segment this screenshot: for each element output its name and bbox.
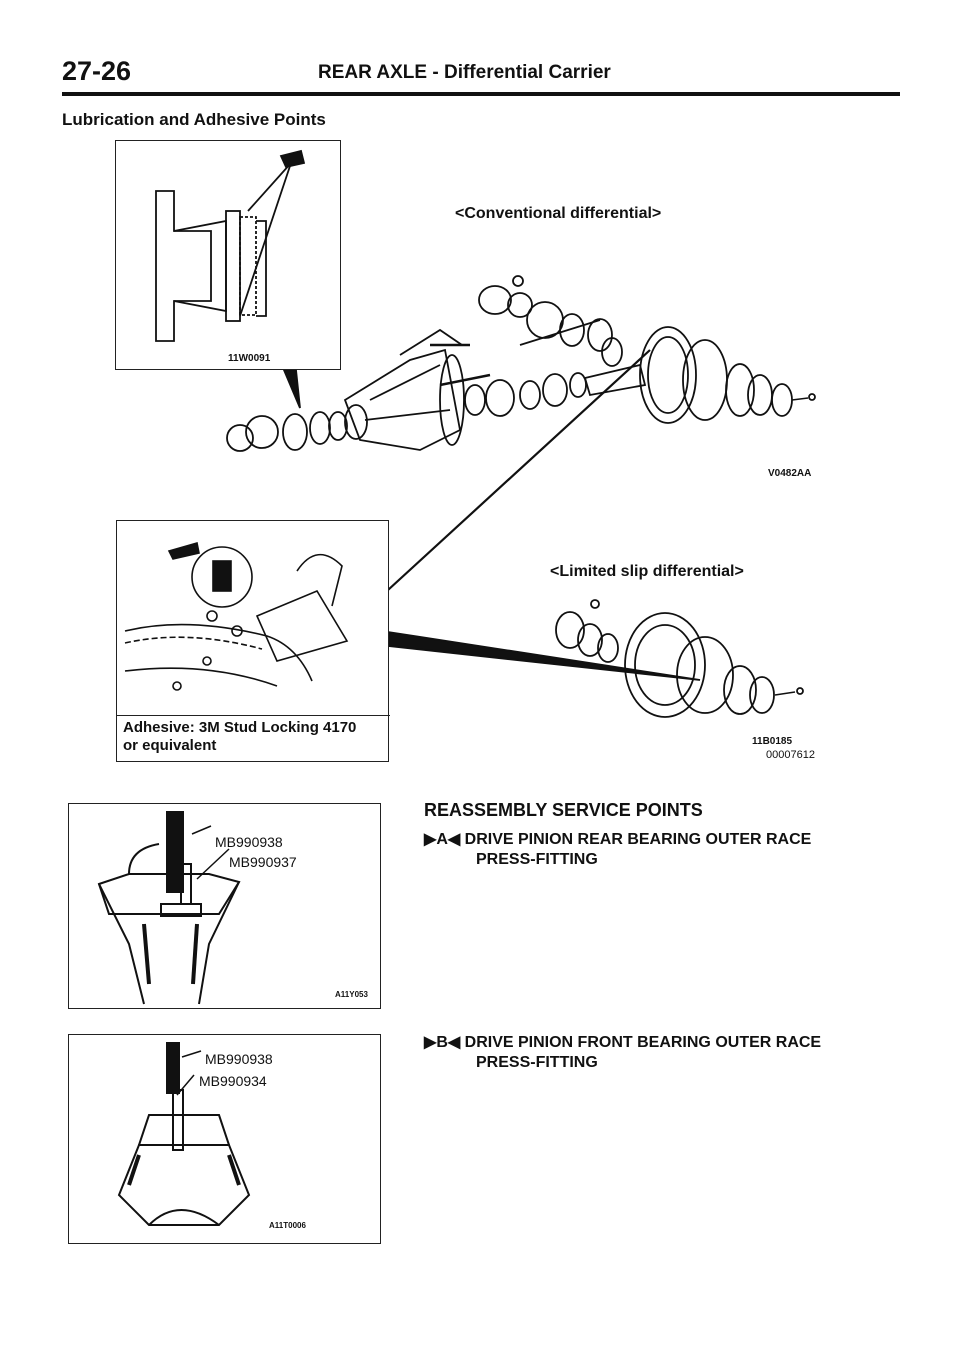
adhesive-figure: Adhesive: 3M Stud Locking 4170 or equiva… bbox=[116, 520, 390, 762]
lsd-figure-code-1: 11B0185 bbox=[752, 736, 793, 747]
ring-gear-bolt-drawing bbox=[124, 541, 349, 691]
tool-label-mb990934: MB990934 bbox=[199, 1073, 267, 1089]
figure-a-code: A11Y053 bbox=[335, 990, 368, 999]
oil-seal-figure: 11W0091 bbox=[115, 140, 341, 370]
seal-figure-code: 11W0091 bbox=[228, 353, 271, 364]
header-rule bbox=[62, 92, 900, 96]
step-a-title: DRIVE PINION REAR BEARING OUTER RACE bbox=[464, 831, 812, 848]
carrier-housing bbox=[343, 348, 462, 451]
step-b-title-line-2: PRESS-FITTING bbox=[476, 1054, 598, 1071]
step-a-title-line-2: PRESS-FITTING bbox=[476, 851, 598, 868]
ring-gear-lsd bbox=[624, 612, 706, 718]
play-arrow-icon: ▶ bbox=[424, 1034, 437, 1051]
lsd-pointer-arrow bbox=[387, 630, 701, 681]
adhesive-note-divider bbox=[117, 715, 390, 716]
adhesive-note-line-2: or equivalent bbox=[123, 737, 217, 754]
reverse-arrow-icon: ◀ bbox=[447, 1034, 461, 1051]
tool-label-mb990937: MB990937 bbox=[229, 854, 297, 870]
reassembly-heading: REASSEMBLY SERVICE POINTS bbox=[424, 800, 703, 820]
lsd-bearing bbox=[555, 611, 585, 649]
conventional-diff-label: <Conventional differential> bbox=[455, 205, 662, 222]
ring-gear-pointer bbox=[387, 349, 651, 591]
page-title: REAR AXLE - Differential Carrier bbox=[318, 62, 611, 83]
adhesive-note-line-1: Adhesive: 3M Stud Locking 4170 bbox=[123, 719, 357, 736]
rear-race-press-drawing bbox=[97, 811, 241, 1005]
page-number: 27-26 bbox=[62, 56, 132, 86]
section-title: Lubrication and Adhesive Points bbox=[62, 110, 326, 129]
seal-pointer-arrow bbox=[282, 369, 301, 409]
step-b-marker: B bbox=[436, 1034, 448, 1051]
step-b: ▶B◀ DRIVE PINION FRONT BEARING OUTER RAC… bbox=[424, 1033, 821, 1053]
conventional-figure-code: V0482AA bbox=[768, 468, 812, 479]
figure-b-code: A11T0006 bbox=[269, 1221, 306, 1230]
lsd-figure-code-2: 00007612 bbox=[766, 749, 815, 761]
tool-label-mb990938-b: MB990938 bbox=[205, 1051, 273, 1067]
oil-seal-drawing bbox=[155, 149, 306, 342]
step-b-title: DRIVE PINION FRONT BEARING OUTER RACE bbox=[464, 1034, 822, 1051]
limited-slip-diff-label: <Limited slip differential> bbox=[550, 563, 744, 580]
rear-bearing-press-figure: MB990938 MB990937 A11Y053 bbox=[68, 803, 381, 1009]
step-a: ▶A◀ DRIVE PINION REAR BEARING OUTER RACE bbox=[424, 830, 811, 850]
tool-label-mb990938-a: MB990938 bbox=[215, 834, 283, 850]
companion-flange-part bbox=[226, 424, 254, 452]
reverse-arrow-icon: ◀ bbox=[447, 831, 461, 848]
front-bearing-press-figure: MB990938 MB990934 A11T0006 bbox=[68, 1034, 381, 1244]
step-a-marker: A bbox=[436, 831, 448, 848]
ring-gear-conventional bbox=[639, 326, 697, 424]
front-race-press-drawing bbox=[117, 1042, 251, 1226]
drive-pinion bbox=[583, 363, 647, 397]
play-arrow-icon: ▶ bbox=[424, 831, 437, 848]
